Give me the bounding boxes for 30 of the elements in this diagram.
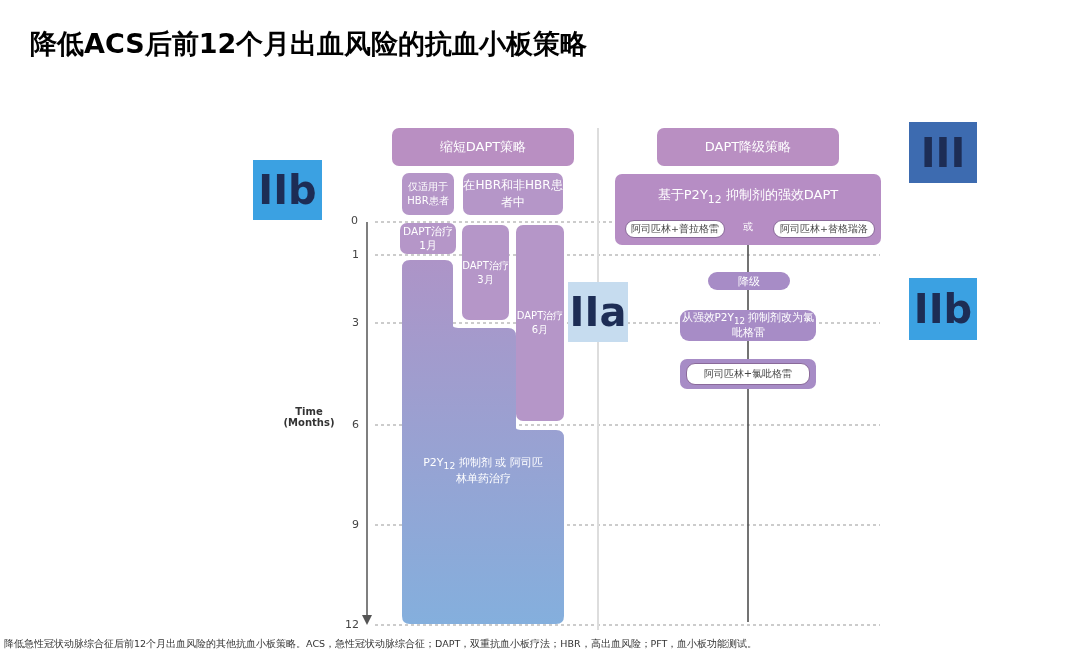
tick-label: 1 — [351, 248, 359, 262]
tick-label: 6 — [351, 418, 359, 432]
grade-badge: IIb — [909, 278, 977, 340]
connector-line — [747, 289, 749, 311]
strategy-box: DAPT治疗1月 — [400, 223, 456, 254]
strategy-box: DAPT治疗3月 — [462, 225, 509, 320]
grade-badge: IIb — [253, 160, 322, 220]
tick-label: 9 — [351, 518, 359, 532]
tick-label: 12 — [344, 618, 359, 632]
title: 降低ACS后前12个月出血风险的抗血小板策略 — [30, 27, 588, 61]
strategy-box: 降级 — [708, 272, 790, 290]
tick-label: 3 — [351, 316, 359, 330]
strategy-box: DAPT治疗6月 — [516, 225, 564, 421]
caption: 降低急性冠状动脉综合征后前12个月出血风险的其他抗血小板策略。ACS，急性冠状动脉综合征；DAPT，双重抗血小板疗法；HBR，高出血风险；PFT，血小板功能测试。 — [4, 638, 759, 651]
connector-line — [747, 340, 749, 360]
grade-badge: III — [909, 122, 977, 183]
tick-label: 0 — [350, 214, 358, 228]
regimen-pill: 阿司匹林+普拉格雷 — [625, 220, 725, 238]
strategy-box: 从强效P2Y$_{12}$ 抑制剂改为氯吡格雷 — [680, 310, 816, 341]
connector-line — [747, 244, 749, 273]
grade-badge: IIa — [568, 282, 628, 342]
strategy-box: 仅适用于HBR患者 — [402, 173, 454, 215]
regimen-pill: 阿司匹林+替格瑞洛 — [773, 220, 875, 238]
axis-title: Time (Months) — [282, 406, 336, 430]
heading-box: 缩短DAPT策略 — [392, 128, 574, 166]
strategy-box: 在HBR和非HBR患者中 — [463, 173, 563, 215]
connector-line — [747, 388, 749, 623]
or-text: 或 — [742, 220, 754, 234]
heading-box: DAPT降级策略 — [657, 128, 839, 166]
regimen-box: 阿司匹林+氯吡格雷 — [680, 359, 816, 389]
